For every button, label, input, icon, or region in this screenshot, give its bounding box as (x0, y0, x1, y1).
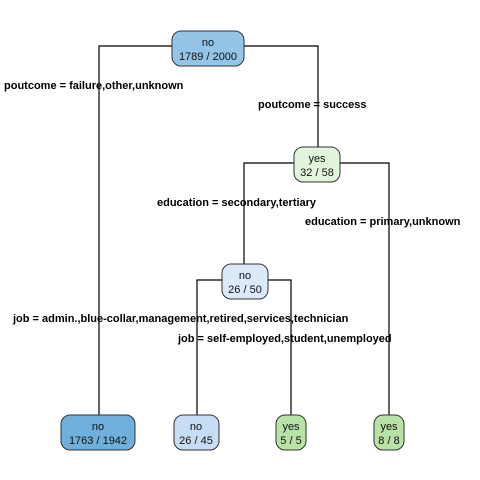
leaf-node-4: yes 8 / 8 (373, 414, 405, 451)
edge-success-right (340, 162, 390, 415)
split-label-job-right: job = self-employed,student,unemployed (177, 333, 392, 345)
leaf-node-2: no 26 / 45 (173, 414, 220, 451)
node-education-counts: 26 / 50 (228, 284, 262, 296)
leaf-node-3-counts: 5 / 5 (280, 435, 301, 447)
node-root-class: no (202, 37, 214, 49)
split-label-job-left: job = admin.,blue-collar,management,reti… (12, 313, 349, 325)
node-education-class: no (239, 270, 251, 282)
split-label-poutcome-right: poutcome = success (258, 99, 367, 111)
node-root-box (171, 30, 245, 67)
leaf-node-2-box (173, 414, 220, 451)
node-success-counts: 32 / 58 (300, 167, 334, 179)
leaf-node-3: yes 5 / 5 (275, 414, 307, 451)
node-education-box (221, 263, 269, 300)
leaf-node-4-counts: 8 / 8 (378, 435, 399, 447)
split-label-education-left: education = secondary,tertiary (157, 197, 317, 209)
node-success: yes 32 / 58 (293, 146, 341, 183)
leaf-node-1-class: no (92, 421, 104, 433)
node-success-box (293, 146, 341, 183)
leaf-node-2-class: no (190, 421, 202, 433)
edge-root-right (244, 45, 319, 147)
node-success-class: yes (308, 153, 326, 165)
split-label-education-right: education = primary,unknown (305, 216, 461, 228)
leaf-node-4-box (373, 414, 405, 451)
node-root-counts: 1789 / 2000 (179, 51, 237, 63)
edge-educ-right (268, 279, 292, 415)
node-root: no 1789 / 2000 (171, 30, 245, 67)
leaf-node-4-class: yes (380, 421, 398, 433)
leaf-node-1-box (60, 414, 136, 451)
leaf-node-1-counts: 1763 / 1942 (69, 435, 127, 447)
edge-root-left (98, 45, 172, 418)
split-label-poutcome-left: poutcome = failure,other,unknown (4, 80, 184, 92)
edge-success-left (243, 162, 294, 265)
leaf-node-3-box (275, 414, 307, 451)
leaf-node-1: no 1763 / 1942 (60, 414, 136, 451)
edge-educ-left (196, 279, 222, 415)
leaf-node-3-class: yes (282, 421, 300, 433)
leaf-node-2-counts: 26 / 45 (179, 435, 213, 447)
node-education: no 26 / 50 (221, 263, 269, 300)
